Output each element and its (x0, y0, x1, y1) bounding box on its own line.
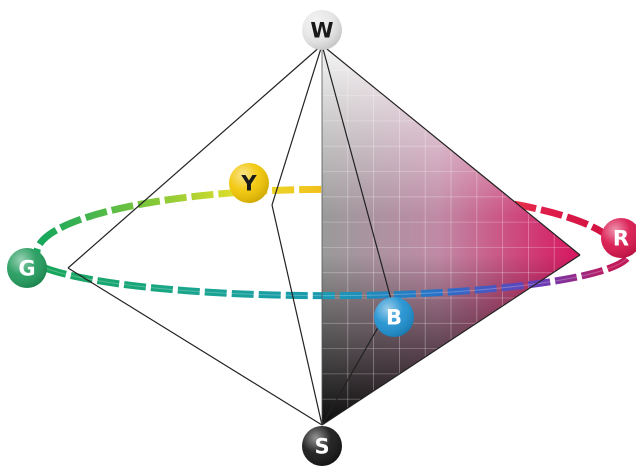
wireframe-edges (67, 44, 581, 426)
black-label: S (314, 435, 329, 459)
yellow-node: Y (229, 163, 269, 203)
green-node: G (7, 248, 47, 288)
constant-hue-section (322, 45, 580, 425)
hue-ring-front (43, 234, 633, 300)
edge-white-yellow (271, 44, 323, 206)
yellow-label: Y (240, 172, 257, 196)
white-label: W (310, 19, 333, 43)
blue-node: B (374, 297, 414, 337)
edge-white-red (321, 44, 581, 256)
edge-white-green (67, 44, 323, 269)
blue-label: B (386, 306, 402, 330)
red-label: R (613, 227, 629, 251)
edge-green-black (67, 267, 323, 426)
black-node: S (302, 426, 342, 466)
edge-white-blue (321, 44, 393, 304)
edge-red-black (321, 254, 581, 426)
white-node: W (302, 10, 342, 50)
edge-yellow-black (271, 204, 323, 426)
red-node: R (601, 218, 636, 258)
green-label: G (18, 257, 35, 281)
